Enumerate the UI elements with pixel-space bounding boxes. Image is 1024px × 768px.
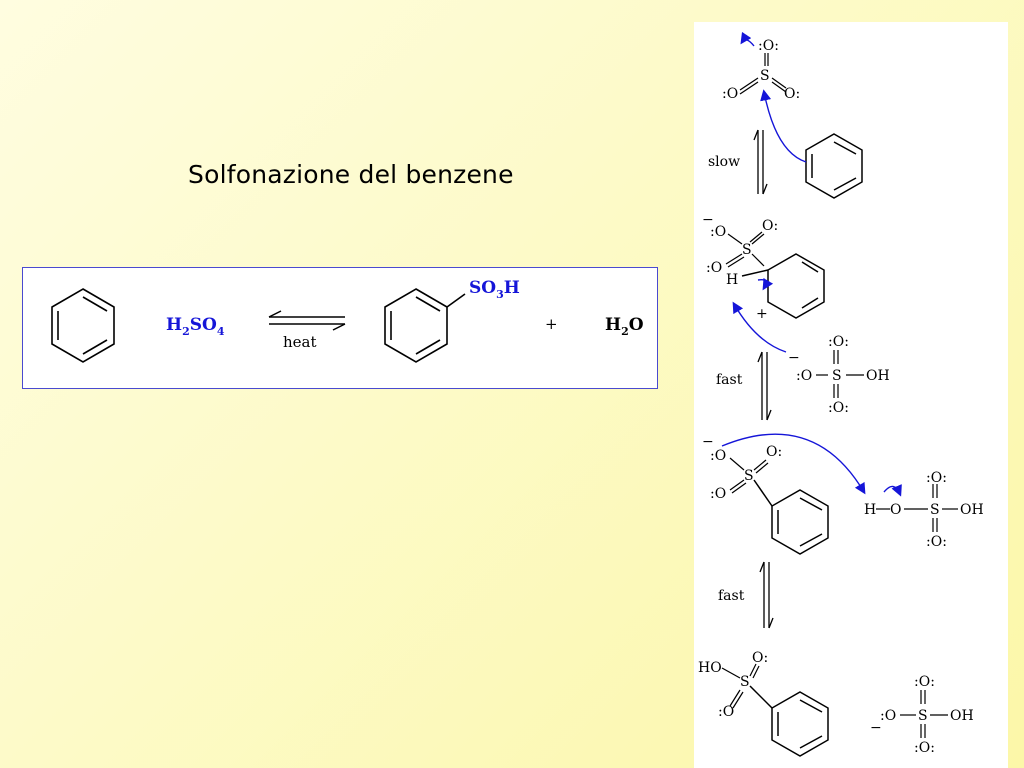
svg-text:O:: O: <box>752 650 768 666</box>
benzene-nucleophile <box>805 133 863 199</box>
svg-text:O:: O: <box>784 86 800 102</box>
sulfuric-acid: :O: H O S OH :O: <box>864 470 984 550</box>
step-label-fast-2: fast <box>718 588 745 604</box>
svg-text::O:: :O: <box>926 470 947 486</box>
product-benzene-ring <box>384 288 466 363</box>
equilibrium-arrows <box>268 310 346 331</box>
reaction-equation-drawing: H2SO4 heat SO3H + H2O <box>51 278 644 363</box>
svg-text:−: − <box>702 212 714 228</box>
svg-text::O: :O <box>880 708 896 724</box>
svg-text:S: S <box>740 674 750 690</box>
svg-text::O:: :O: <box>758 38 779 54</box>
bisulfate-product: − :O: :O S OH :O: <box>870 674 974 756</box>
equilibrium-slow <box>753 129 768 195</box>
product-ho-group: HO <box>698 660 722 676</box>
equilibrium-fast-2 <box>759 561 774 629</box>
svg-text:−: − <box>788 350 800 366</box>
svg-text:S: S <box>918 708 928 724</box>
sulfur-trioxide: :O: S :O O: <box>722 38 800 102</box>
svg-text:OH: OH <box>866 368 890 384</box>
svg-text:OH: OH <box>960 502 984 518</box>
condition-heat: heat <box>283 333 317 351</box>
arrow-protonation <box>721 433 866 495</box>
sigma-complex-hydrogen: H <box>726 272 738 288</box>
svg-text:H: H <box>864 502 876 518</box>
sigma-complex-plus: + <box>756 306 768 322</box>
svg-text::O: :O <box>718 704 734 720</box>
step-label-slow: slow <box>708 154 740 170</box>
svg-text::O: :O <box>722 86 738 102</box>
svg-text::O: :O <box>796 368 812 384</box>
svg-text:S: S <box>744 468 754 484</box>
svg-text::O:: :O: <box>926 534 947 550</box>
bisulfate-base-1: − :O: :O S OH :O: <box>788 334 890 416</box>
reaction-equation-box: H2SO4 heat SO3H + H2O <box>22 267 658 389</box>
reagent-h2so4: H2SO4 <box>166 315 225 338</box>
svg-text::O: :O <box>710 224 726 240</box>
svg-text:S: S <box>742 242 752 258</box>
byproduct-h2o: H2O <box>605 315 644 338</box>
svg-text::O:: :O: <box>914 740 935 756</box>
step-label-fast-1: fast <box>716 372 743 388</box>
svg-text:S: S <box>832 368 842 384</box>
svg-text:OH: OH <box>950 708 974 724</box>
svg-text:−: − <box>702 434 714 450</box>
svg-text::O:: :O: <box>914 674 935 690</box>
so3-sulfur: S <box>760 68 770 84</box>
slide-title: Solfonazione del benzene <box>188 160 514 189</box>
svg-text::O: :O <box>710 486 726 502</box>
svg-text::O: :O <box>706 260 722 276</box>
svg-text:S: S <box>930 502 940 518</box>
arrow-deprotonation <box>732 301 787 353</box>
benzenesulfonic-acid: HO O: S :O <box>698 650 829 757</box>
plus-sign: + <box>545 315 558 333</box>
svg-text::O:: :O: <box>828 334 849 350</box>
sigma-complex: − :O O: S :O H + <box>702 212 825 322</box>
benzenesulfonate-anion: − :O O: S :O <box>702 434 829 555</box>
svg-text::O:: :O: <box>828 400 849 416</box>
mechanism-drawing: :O: S :O O: slow <box>698 31 984 757</box>
mechanism-panel: :O: S :O O: slow <box>694 22 1008 768</box>
svg-text:O:: O: <box>766 444 782 460</box>
benzene-ring <box>51 288 115 363</box>
product-so3h: SO3H <box>469 278 520 301</box>
svg-text:O:: O: <box>762 218 778 234</box>
equilibrium-fast-1 <box>757 351 772 421</box>
svg-text:−: − <box>870 720 882 736</box>
svg-text::O: :O <box>710 448 726 464</box>
svg-text:O: O <box>890 502 901 518</box>
arrow-electron-to-oxygen <box>740 31 755 47</box>
arrow-benzene-attack <box>760 89 807 163</box>
